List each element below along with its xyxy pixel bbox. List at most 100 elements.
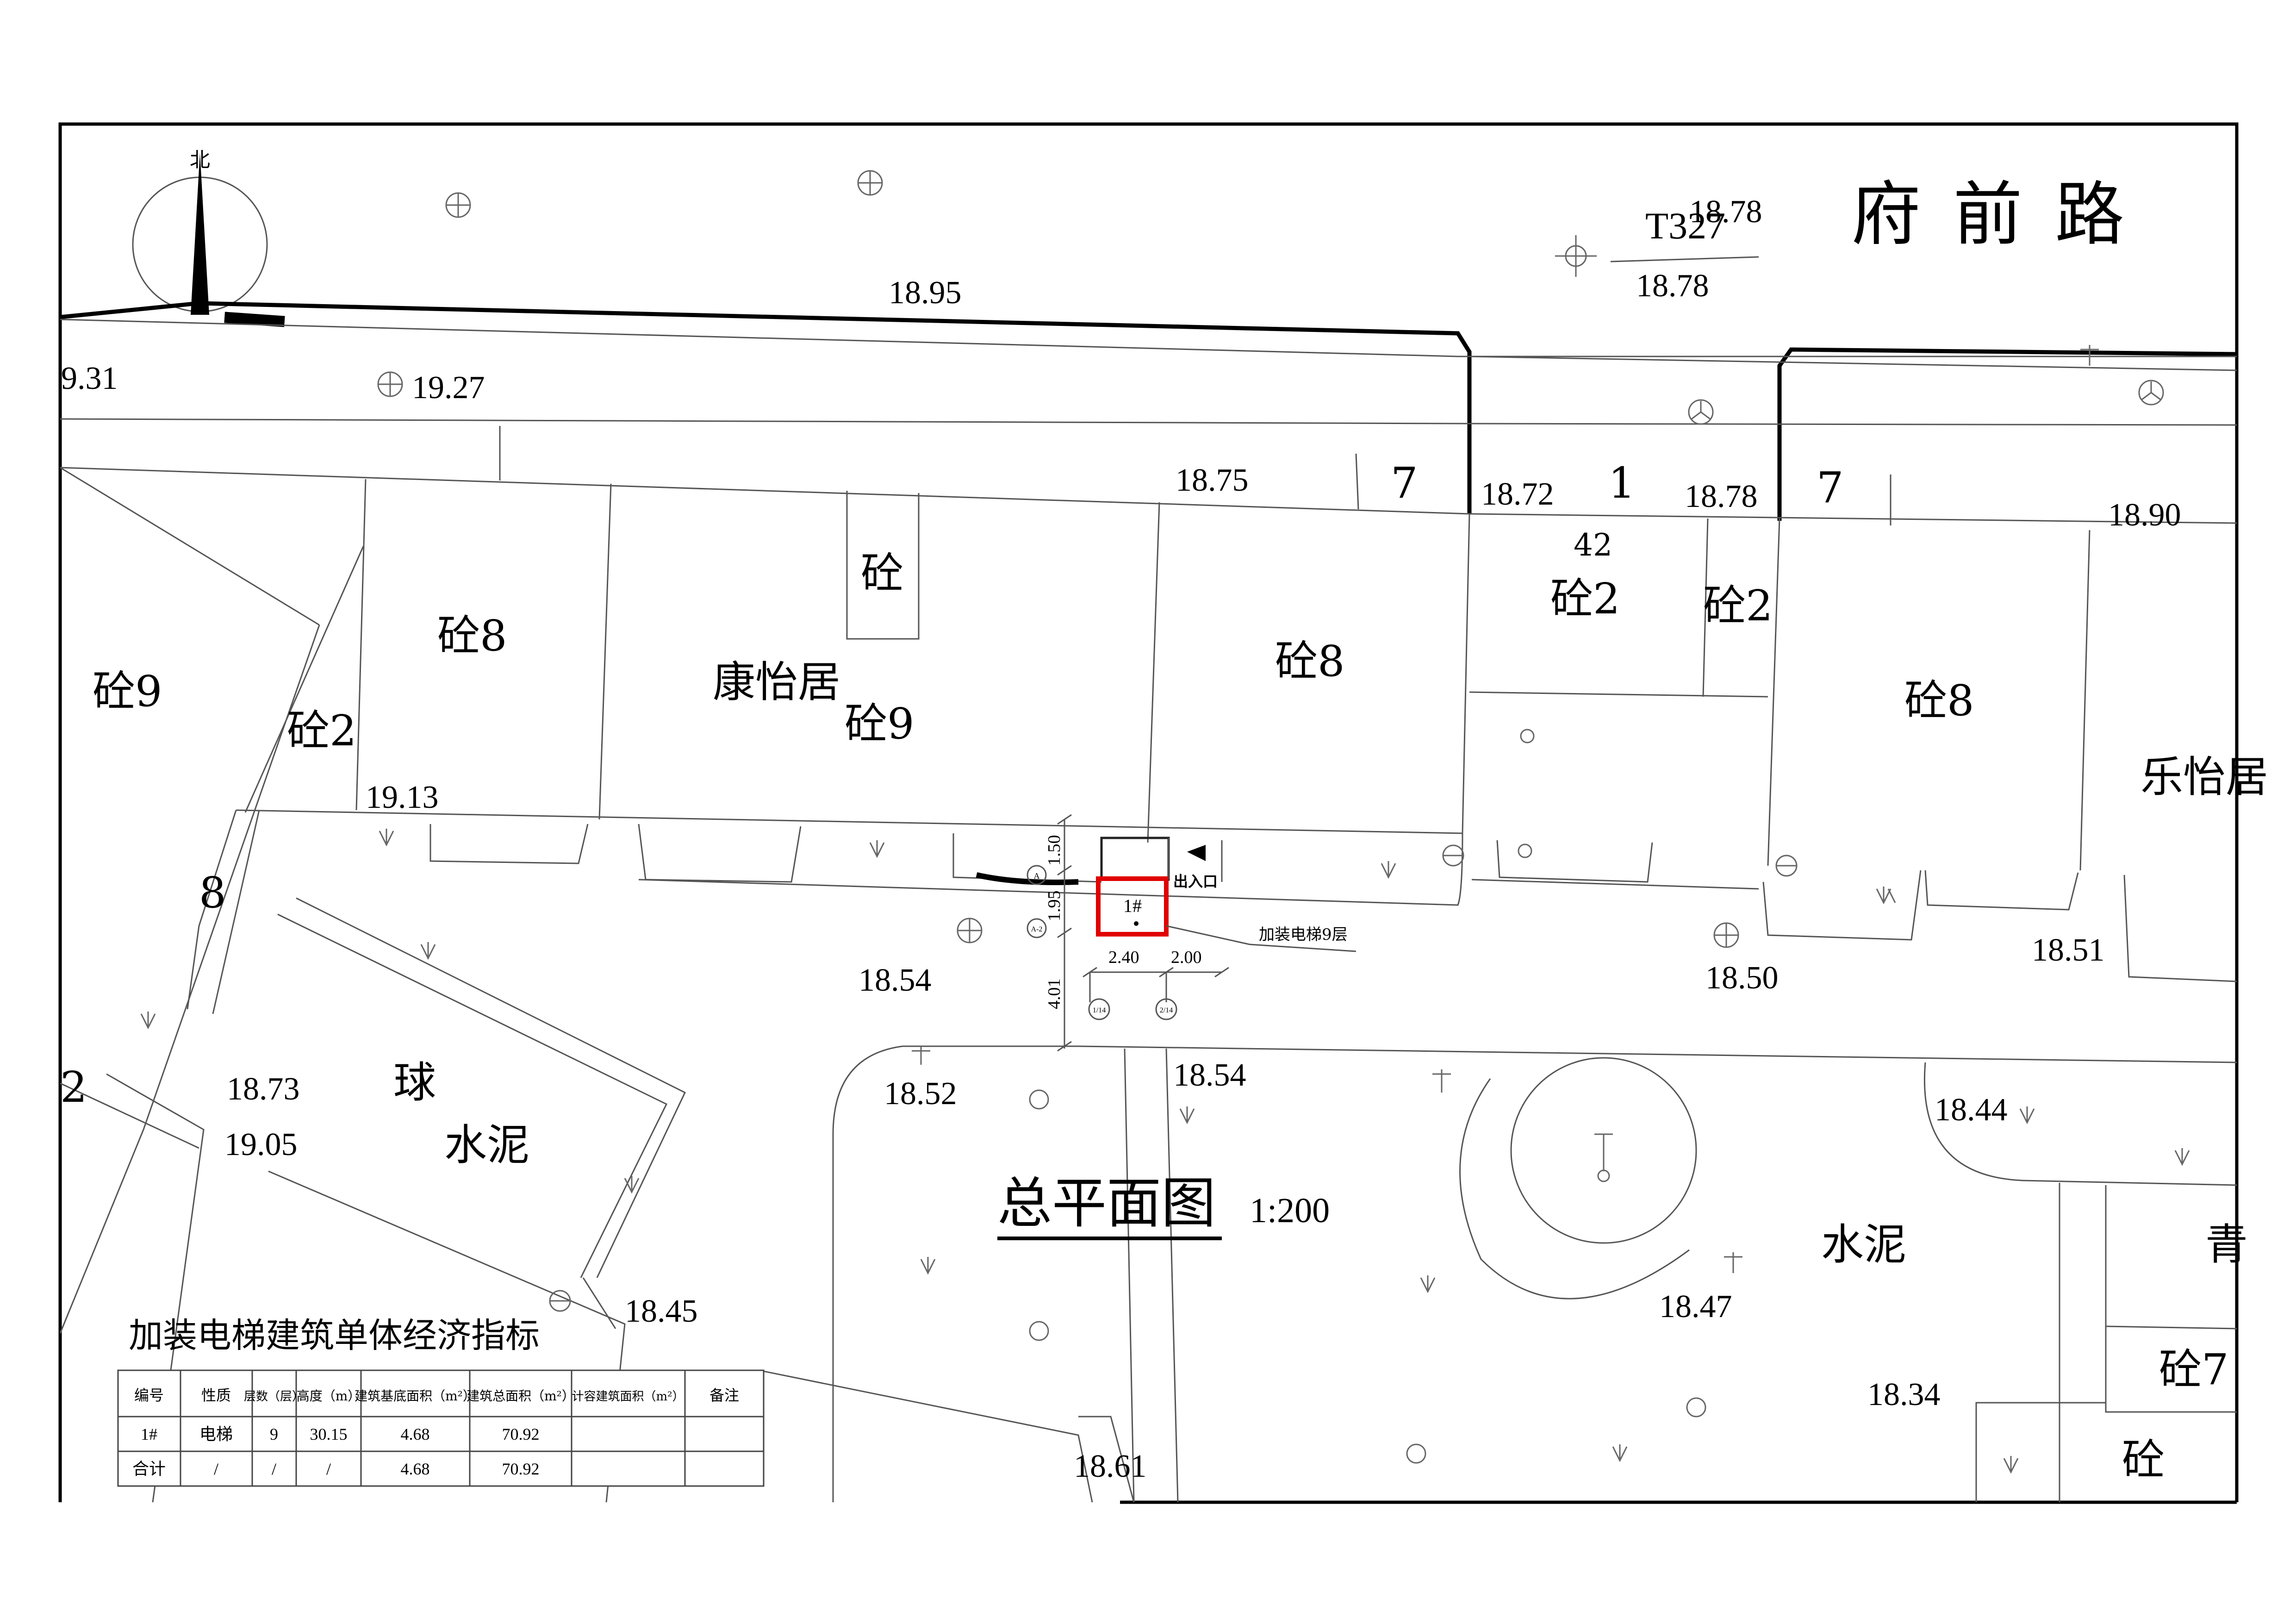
- svg-text:砼8: 砼8: [437, 611, 507, 661]
- fountain-circle: [1510, 1057, 1697, 1244]
- table-cell: 4.68: [401, 1425, 430, 1443]
- svg-text:砼9: 砼9: [93, 667, 162, 716]
- svg-text:砼7: 砼7: [2159, 1345, 2229, 1394]
- shrub-icon: [1518, 843, 1532, 858]
- drawing-scale: 1:200: [1250, 1191, 1330, 1230]
- lamp-icon: [1775, 855, 1798, 877]
- svg-text:砼2: 砼2: [1550, 574, 1620, 624]
- svg-text:18.61: 18.61: [1074, 1449, 1147, 1484]
- svg-text:18.44: 18.44: [1935, 1092, 2008, 1128]
- table-header-fa-area: 计容建筑面积（m²）: [572, 1390, 684, 1404]
- table-cell: 4.68: [401, 1460, 430, 1478]
- road-edge-2: [1469, 356, 2237, 371]
- svg-text:18.95: 18.95: [889, 275, 962, 311]
- svg-text:18.54: 18.54: [859, 962, 932, 998]
- drawing-title: 总平面图: [997, 1171, 1216, 1235]
- axis-bubble-a2: [1027, 918, 1047, 938]
- axis-bubble-2-14: [1155, 998, 1177, 1020]
- table-header-height: 高度（m）: [297, 1388, 361, 1404]
- balcony-outlines: [429, 824, 2237, 982]
- svg-text:球: 球: [393, 1058, 436, 1107]
- survey-point-icon: [1555, 235, 1597, 277]
- lamp-icon: [1442, 844, 1464, 867]
- svg-text:砼8: 砼8: [1904, 676, 1974, 725]
- svg-text:水泥: 水泥: [1821, 1220, 1906, 1269]
- table-cell: 电梯: [199, 1425, 233, 1443]
- svg-text:7: 7: [1391, 458, 1418, 508]
- shrub-icon: [1686, 1397, 1706, 1418]
- svg-text:18.72: 18.72: [1481, 476, 1554, 512]
- entrance-arrow-icon: [1187, 845, 1206, 861]
- sheet-frame: [58, 122, 2239, 1502]
- manhole-icon: [857, 170, 883, 196]
- shrub-icon: [1029, 1321, 1049, 1341]
- tree-icon: [2138, 380, 2164, 406]
- svg-text:18.78: 18.78: [1685, 479, 1758, 514]
- svg-text:砼8: 砼8: [1275, 637, 1345, 686]
- svg-text:7: 7: [1817, 463, 1844, 512]
- svg-text:青: 青: [2205, 1220, 2248, 1269]
- svg-text:18.50: 18.50: [1705, 960, 1779, 996]
- table-header-type: 性质: [201, 1387, 231, 1404]
- curb-line: [60, 418, 2237, 426]
- table-header-id: 编号: [134, 1387, 164, 1404]
- svg-text:砼2: 砼2: [1703, 581, 1773, 631]
- axis-bubble-1-14: [1088, 998, 1110, 1020]
- table-cell: 9: [270, 1425, 278, 1443]
- table-header-total-area: 建筑总面积（m²）: [467, 1388, 575, 1404]
- road-name: 府前路: [1851, 175, 2157, 255]
- building-name-kangyiju: 康怡居: [713, 657, 840, 707]
- svg-text:18.54: 18.54: [1173, 1057, 1246, 1093]
- svg-text:18.34: 18.34: [1867, 1377, 1941, 1412]
- dim-2-00: 2.00: [1171, 948, 1202, 967]
- site-symbols: [140, 170, 2190, 1474]
- svg-text:1: 1: [1608, 458, 1636, 508]
- svg-text:18.90: 18.90: [2108, 497, 2181, 533]
- manhole-icon: [1713, 922, 1739, 948]
- building-name-leyiju: 乐怡居: [2140, 752, 2268, 802]
- table-cell: /: [272, 1460, 276, 1478]
- elevator-addition: 1# 加装电梯9层 出入口: [976, 837, 1356, 952]
- elevator-highlight-box: [1096, 876, 1169, 937]
- table-cell: /: [326, 1460, 331, 1478]
- elevator-note: 加装电梯9层: [1259, 925, 1348, 944]
- svg-text:18.73: 18.73: [227, 1071, 300, 1107]
- building-outlines: [59, 453, 2091, 1334]
- svg-text:砼9: 砼9: [845, 699, 915, 749]
- table-header-remark: 备注: [709, 1387, 739, 1404]
- svg-text:2: 2: [60, 1062, 87, 1112]
- table-cell: 70.92: [502, 1460, 540, 1478]
- structure-labels: 砼9 砼2 砼8 砼 砼9 砼8 7 1 42 砼2 砼2 7 砼8 8 2 球…: [60, 458, 2248, 1485]
- svg-text:18.78: 18.78: [1636, 268, 1709, 304]
- manhole-icon: [957, 918, 983, 943]
- shrub-icon: [1406, 1443, 1426, 1464]
- svg-text:19.05: 19.05: [224, 1127, 298, 1162]
- manhole-icon: [445, 192, 471, 218]
- svg-text:18.45: 18.45: [625, 1293, 698, 1329]
- svg-text:19.27: 19.27: [412, 370, 485, 406]
- svg-text:19.13: 19.13: [366, 780, 439, 815]
- table-cell: /: [214, 1460, 218, 1478]
- svg-text:砼2: 砼2: [287, 706, 357, 756]
- table-cell: 1#: [141, 1425, 157, 1443]
- svg-text:9.31: 9.31: [61, 361, 118, 396]
- shrub-icon: [1029, 1089, 1049, 1110]
- table-cell: 70.92: [502, 1425, 540, 1443]
- table-cell: 30.15: [310, 1425, 348, 1443]
- north-label: 北: [190, 148, 210, 172]
- property-boundary-east: [1777, 347, 2237, 521]
- indicator-table: 加装电梯建筑单体经济指标 编号 性质 层数（层） 高度（m） 建筑基底面积（m²…: [117, 1316, 765, 1487]
- tree-icon: [1688, 399, 1714, 425]
- svg-text:42: 42: [1574, 527, 1612, 563]
- road-code: T327: [1645, 205, 1725, 247]
- elevation-labels: 9.31 19.27 18.95 18.78 18.78 18.75 18.72…: [61, 194, 2181, 1484]
- svg-text:18.75: 18.75: [1176, 462, 1249, 498]
- svg-text:A: A: [1034, 871, 1040, 881]
- svg-text:2/14: 2/14: [1160, 1006, 1173, 1014]
- elevator-tag: 1#: [1123, 895, 1142, 916]
- shrub-icon: [1520, 729, 1535, 743]
- svg-text:18.78: 18.78: [1689, 194, 1762, 230]
- courtyard-outlines: [60, 810, 2237, 1503]
- grass-symbols: [140, 829, 2190, 1474]
